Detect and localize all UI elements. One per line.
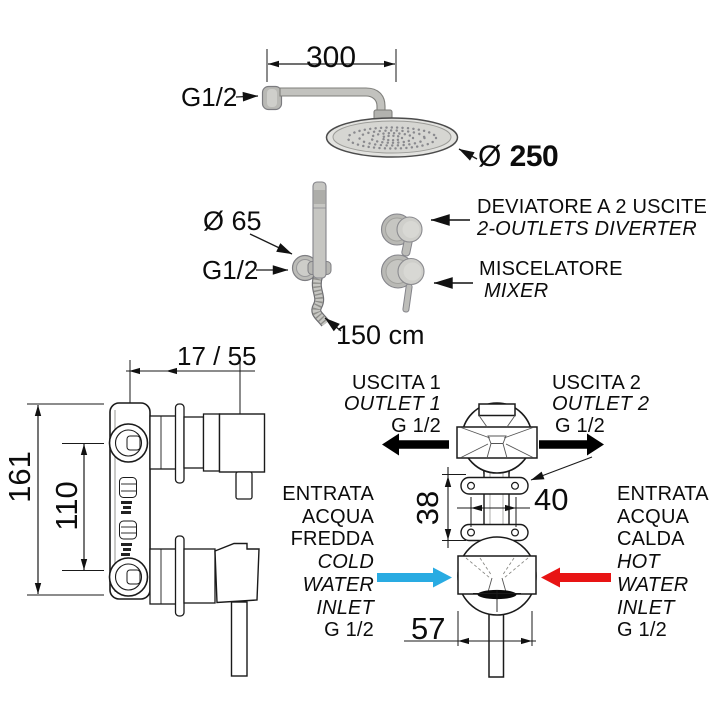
hot-inlet-it1: ENTRATA: [617, 483, 709, 505]
head-diameter-dim: Ø 250: [478, 140, 559, 173]
outlet2-arrow-icon: [539, 433, 604, 456]
cold-inlet-it1: ENTRATA: [282, 483, 374, 505]
outlet2-label-it: USCITA 2: [552, 372, 642, 394]
hot-inlet-en3: INLET: [617, 596, 675, 619]
controls-drawing: [380, 213, 473, 313]
hot-inlet-it3: CALDA: [617, 528, 685, 551]
side-view-drawing: [27, 358, 266, 677]
hot-inlet-en2: WATER: [617, 573, 689, 596]
diameter-symbol: Ø: [478, 140, 510, 173]
cold-inlet-it2: ACQUA: [301, 505, 374, 528]
hot-inlet-en1: HOT: [617, 551, 660, 574]
hot-water-arrow-icon: [541, 567, 611, 588]
hot-inlet-it2: ACQUA: [617, 505, 690, 528]
diameter-value: 250: [509, 140, 559, 173]
mixer-label-en: MIXER: [484, 280, 549, 302]
hot-inlet-thread: G 1/2: [617, 619, 667, 642]
front-view-drawing: [404, 402, 593, 678]
cold-inlet-en1: COLD: [317, 551, 374, 574]
outlet2-label-en: OUTLET 2: [552, 393, 650, 415]
outlet1-label-it: USCITA 1: [351, 372, 441, 394]
cold-inlet-label: ENTRATA ACQUA FREDDA COLD WATER INLET G …: [272, 483, 374, 642]
cold-inlet-en3: INLET: [316, 596, 374, 619]
hose-length-dim: 150 cm: [336, 320, 425, 350]
height-dim: 161: [2, 451, 37, 503]
arm-thread-label: G1/2: [181, 82, 238, 112]
outlet1-thread: G 1/2: [391, 415, 441, 437]
holder-diameter-dim: Ø 65: [203, 206, 262, 236]
diverter-label-en: 2-OUTLETS DIVERTER: [477, 218, 697, 240]
cold-inlet-it3: FREDDA: [290, 528, 374, 551]
hot-inlet-label: ENTRATA ACQUA CALDA HOT WATER INLET G 1/…: [617, 483, 717, 642]
tabs-distance-dim: 38: [410, 490, 445, 526]
holes-distance-dim: 40: [534, 482, 569, 517]
diverter-label-it: DEVIATORE A 2 USCITE: [477, 196, 707, 218]
body-width-dim: 57: [411, 611, 446, 646]
head-shower-drawing: [235, 49, 478, 161]
flow-arrows: [377, 433, 611, 588]
cold-inlet-thread: G 1/2: [324, 619, 374, 642]
outlet1-label-en: OUTLET 1: [343, 393, 441, 415]
holder-thread-label: G1/2: [202, 255, 259, 285]
cold-water-arrow-icon: [377, 567, 452, 588]
mixer-label-it: MISCELATORE: [479, 258, 623, 280]
arm-length-dim: 300: [305, 41, 357, 74]
outlet2-thread: G 1/2: [555, 415, 605, 437]
outlet1-arrow-icon: [382, 433, 449, 456]
cold-inlet-en2: WATER: [302, 573, 374, 596]
interaxis-dim: 110: [49, 481, 84, 531]
depth-dim: 17 / 55: [177, 341, 257, 371]
hand-shower-drawing: [249, 181, 342, 332]
